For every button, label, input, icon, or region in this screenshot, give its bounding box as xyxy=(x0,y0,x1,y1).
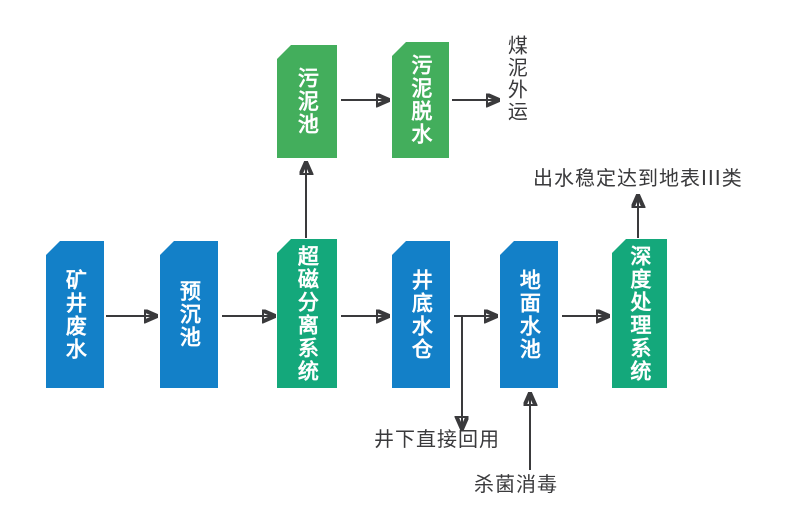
label-effluent-standard: 出水稳定达到地表III类 xyxy=(533,167,743,189)
label-coal-slurry-transport-text: 煤泥外运 xyxy=(504,35,529,123)
node-bottom-water-silo[interactable]: 井底水仓 xyxy=(392,241,450,388)
node-mine-wastewater[interactable]: 矿井废水 xyxy=(46,241,104,388)
node-sludge-tank-label: 污泥池 xyxy=(295,67,320,136)
node-surface-water-pond[interactable]: 地面水池 xyxy=(500,241,558,388)
node-super-magnetic[interactable]: 超磁分离系统 xyxy=(277,239,337,388)
label-underground-reuse: 井下直接回用 xyxy=(374,428,500,450)
node-sludge-dewatering-label: 污泥脱水 xyxy=(408,54,433,146)
node-sludge-dewatering[interactable]: 污泥脱水 xyxy=(392,42,449,158)
node-super-magnetic-label: 超磁分离系统 xyxy=(295,244,320,383)
node-sludge-tank[interactable]: 污泥池 xyxy=(277,45,337,158)
node-pre-settling-tank[interactable]: 预沉池 xyxy=(160,241,218,388)
node-surface-water-pond-label: 地面水池 xyxy=(517,268,542,361)
node-pre-settling-tank-label: 预沉池 xyxy=(177,280,202,349)
node-advanced-treatment-label: 深度处理系统 xyxy=(627,244,652,383)
node-advanced-treatment[interactable]: 深度处理系统 xyxy=(612,239,667,388)
label-effluent-standard-text: 出水稳定达到地表III类 xyxy=(533,166,743,190)
label-sterilization-text: 杀菌消毒 xyxy=(474,472,558,496)
label-coal-slurry-transport: 煤泥外运 xyxy=(504,35,529,123)
label-underground-reuse-text: 井下直接回用 xyxy=(374,427,500,451)
node-bottom-water-silo-label: 井底水仓 xyxy=(409,268,434,361)
label-sterilization: 杀菌消毒 xyxy=(474,473,558,495)
node-mine-wastewater-label: 矿井废水 xyxy=(63,268,88,361)
